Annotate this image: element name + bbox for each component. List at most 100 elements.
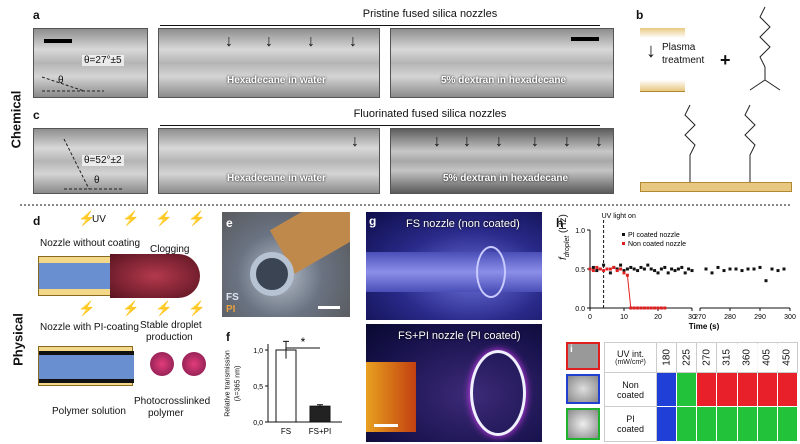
uv-icon: ⚡ bbox=[78, 300, 96, 316]
result-cell bbox=[655, 371, 678, 408]
thumb-red: i bbox=[566, 342, 600, 370]
data-point bbox=[653, 269, 657, 273]
nozzle-with-label: Nozzle with PI-coating bbox=[40, 322, 139, 333]
data-point bbox=[649, 306, 653, 310]
uv-icon: ⚡ bbox=[78, 210, 96, 226]
panel-c-angle: θ=52°±2 bbox=[82, 155, 124, 166]
column-header: 315 bbox=[716, 342, 738, 373]
data-point bbox=[625, 273, 629, 277]
data-point bbox=[776, 269, 780, 273]
data-point bbox=[659, 306, 663, 310]
data-point bbox=[642, 306, 646, 310]
x-tick-label: FS+PI bbox=[309, 427, 331, 436]
data-point bbox=[636, 306, 640, 310]
down-arrow-3: ↓ bbox=[307, 33, 315, 50]
panel-c-image-1: θ=52°±2 θ bbox=[33, 128, 148, 194]
panel-a-text-2: 5% dextran in hexadecane bbox=[441, 75, 567, 86]
panel-a-text-1: Hexadecane in water bbox=[227, 75, 326, 86]
surface-functionalized bbox=[640, 182, 792, 192]
uv-icon: ⚡ bbox=[122, 210, 140, 226]
data-point bbox=[622, 269, 626, 273]
data-point bbox=[649, 267, 653, 271]
x-tick-label: 10 bbox=[620, 314, 628, 321]
data-point bbox=[722, 269, 726, 273]
uv-icon: ⚡ bbox=[188, 300, 206, 316]
grafted-silanes bbox=[684, 104, 756, 182]
thumb-green bbox=[566, 408, 600, 440]
panel-a-image-1: θ=27°±5 θ bbox=[33, 28, 148, 98]
row-label-line: coated bbox=[616, 424, 645, 435]
legend-marker bbox=[622, 242, 625, 245]
panel-label-d: d bbox=[33, 214, 41, 228]
column-header: 405 bbox=[757, 342, 778, 373]
down-arrow-3: ↓ bbox=[495, 133, 503, 150]
data-point bbox=[740, 269, 744, 273]
data-point bbox=[656, 306, 660, 310]
down-arrow-5: ↓ bbox=[563, 133, 571, 150]
table-header-cell: UV int.(mW/cm²) bbox=[604, 342, 657, 373]
data-point bbox=[595, 265, 599, 269]
down-arrow-4: ↓ bbox=[531, 133, 539, 150]
droplet-1 bbox=[150, 352, 174, 376]
data-point bbox=[764, 279, 768, 283]
data-point bbox=[608, 271, 612, 275]
y-tick-label: 0.5 bbox=[575, 267, 585, 274]
y-tick-label: 1.0 bbox=[575, 228, 585, 235]
data-point bbox=[588, 267, 592, 271]
data-point bbox=[656, 271, 660, 275]
droplet-2 bbox=[182, 352, 206, 376]
chart-f-ylabel: Relative transmission bbox=[224, 350, 232, 417]
data-point bbox=[605, 267, 609, 271]
plasma-label: Plasma bbox=[662, 42, 696, 53]
column-header: 450 bbox=[777, 342, 798, 373]
panel-a-title: Pristine fused silica nozzles bbox=[362, 8, 498, 20]
data-point bbox=[676, 267, 680, 271]
data-point bbox=[619, 267, 623, 271]
photo-label-1: Photocrosslinked bbox=[134, 396, 211, 407]
silane-molecule bbox=[749, 6, 781, 91]
row-label-line: coated bbox=[616, 389, 645, 400]
panel-c-text-2: 5% dextran in hexadecane bbox=[443, 173, 569, 184]
panel-label-a: a bbox=[33, 8, 40, 22]
data-point bbox=[704, 267, 708, 271]
bar bbox=[309, 405, 331, 423]
scale-bar bbox=[374, 424, 398, 427]
result-cell bbox=[736, 371, 758, 408]
down-arrow: ↓ bbox=[351, 133, 359, 150]
plasma-arrow-icon: ↓ bbox=[646, 40, 656, 62]
bar bbox=[275, 349, 297, 423]
plus-sign: + bbox=[720, 50, 731, 70]
side-label-chemical: Chemical bbox=[8, 90, 24, 149]
data-point bbox=[619, 263, 623, 267]
result-cell bbox=[776, 371, 799, 408]
treatment-label: treatment bbox=[662, 55, 705, 66]
chart-h-yunit: (Hz) bbox=[558, 214, 569, 234]
uv-icon: ⚡ bbox=[122, 300, 140, 316]
data-point bbox=[673, 269, 677, 273]
data-point bbox=[608, 267, 612, 271]
panel-a-image-2: Hexadecane in water ↓ ↓ ↓ ↓ bbox=[158, 28, 380, 98]
production-label: production bbox=[146, 332, 193, 343]
panel-a-image-3: 5% dextran in hexadecane bbox=[390, 28, 614, 98]
data-point bbox=[690, 269, 694, 273]
nozzle-image-top: FS nozzle (non coated) bbox=[366, 212, 542, 320]
data-point bbox=[687, 267, 691, 271]
drop-line bbox=[626, 275, 632, 309]
column-header: 360 bbox=[737, 342, 758, 373]
data-point bbox=[746, 267, 750, 271]
panel-a-theta: θ bbox=[58, 75, 64, 86]
data-point bbox=[602, 263, 606, 267]
row-label-line: Non bbox=[622, 379, 639, 390]
contact-angle-lines bbox=[63, 138, 124, 190]
nozzle-image-bottom: FS+PI nozzle (PI coated) bbox=[366, 324, 542, 442]
legend-label: PI coated nozzle bbox=[628, 232, 680, 239]
y-tick-label: 0,5 bbox=[253, 384, 263, 391]
uv-icon: ⚡ bbox=[155, 210, 173, 226]
nozzle-without-label: Nozzle without coating bbox=[40, 238, 141, 249]
data-point bbox=[710, 271, 714, 275]
